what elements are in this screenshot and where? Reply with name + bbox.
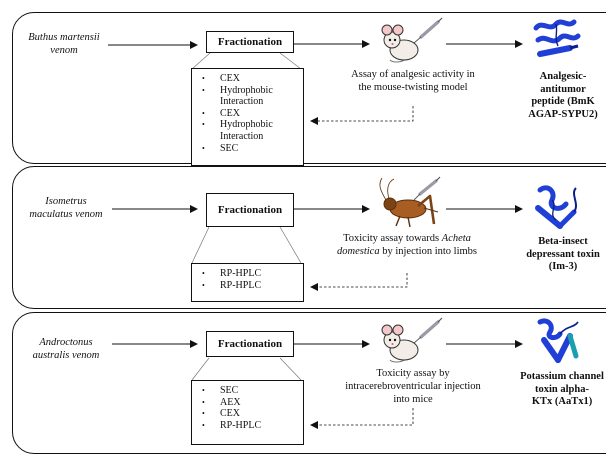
connector-left — [191, 357, 210, 381]
mouse-icon — [381, 317, 443, 363]
connector-left — [191, 226, 210, 264]
fractionation-box: Fractionation — [206, 331, 294, 357]
assay-description: Assay of analgesic activity in the mouse… — [351, 69, 475, 93]
method-item: CEX — [192, 408, 303, 420]
fractionation-methods-list: RP-HPLC RP-HPLC — [191, 263, 304, 302]
connector-right — [279, 357, 302, 381]
connector-left — [191, 52, 211, 70]
method-item: RP-HPLC — [192, 420, 303, 432]
flow-connectors — [108, 40, 523, 429]
dashed-feedback-arrow — [310, 408, 414, 429]
protein-structure-icon — [537, 318, 579, 363]
method-item: CEX — [192, 108, 303, 120]
cricket-icon — [379, 176, 441, 228]
method-item: SEC — [192, 385, 303, 397]
method-item: RP-HPLC — [192, 280, 303, 292]
panel-androctonus — [12, 312, 606, 454]
dashed-feedback-arrow — [310, 273, 408, 291]
venom-source-label: Isometrus maculatus venom — [29, 196, 103, 220]
syringe-icon — [413, 317, 443, 344]
product-label: Potassium channel toxin alpha- KTx (AaTx… — [520, 371, 604, 407]
fractionation-methods-list: CEX Hydrophobic Interaction CEX Hydropho… — [191, 68, 304, 166]
fractionation-methods-list: SEC AEX CEX RP-HPLC — [191, 380, 304, 445]
product-label: Beta-insect depressant toxin (Im-3) — [526, 236, 600, 272]
method-item: Hydrophobic Interaction — [192, 119, 303, 142]
venom-source-label: Androctonus australis venom — [32, 337, 100, 361]
protein-structure-icon — [533, 19, 581, 57]
assay-description: Toxicity assay by intracerebroventricula… — [345, 368, 481, 405]
panel-isometrus — [12, 166, 606, 309]
method-item: CEX — [192, 73, 303, 85]
venom-source-label: Buthus martensii venom — [28, 32, 100, 56]
connector-right — [279, 226, 302, 264]
assay-description: Toxicity assay towards Acheta domestica … — [337, 233, 477, 257]
connector-right — [279, 52, 302, 70]
method-item: SEC — [192, 143, 303, 155]
syringe-icon — [413, 17, 443, 44]
fractionation-box: Fractionation — [206, 31, 294, 53]
syringe-icon — [413, 176, 441, 201]
method-item: Hydrophobic Interaction — [192, 85, 303, 108]
method-item: AEX — [192, 397, 303, 409]
protein-structure-icon — [535, 185, 577, 229]
fractionation-box: Fractionation — [206, 193, 294, 227]
mouse-icon — [381, 17, 443, 63]
dashed-feedback-arrow — [310, 106, 414, 125]
method-item: RP-HPLC — [192, 268, 303, 280]
product-label: Analgesic- antitumor peptide (BmK AGAP-S… — [528, 71, 598, 120]
panel-buthus — [12, 12, 606, 164]
